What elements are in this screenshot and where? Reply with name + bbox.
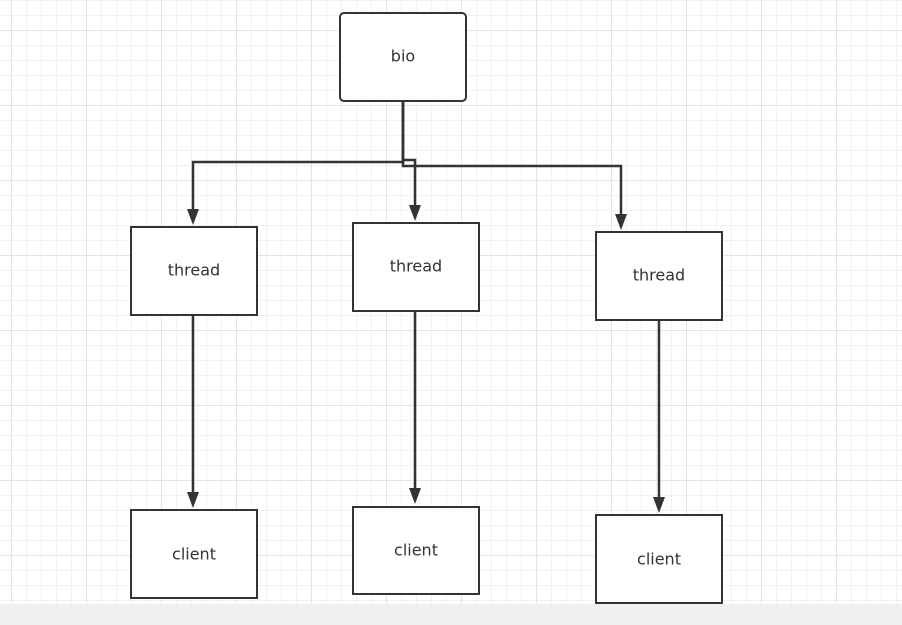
node-thread-1[interactable]: thread <box>130 226 258 316</box>
node-label-bio: bio <box>391 47 415 66</box>
edge-bio-thread-2[interactable] <box>401 101 417 208</box>
node-client-3[interactable]: client <box>595 514 723 604</box>
node-thread-3[interactable]: thread <box>595 231 723 321</box>
node-label-thread-3: thread <box>633 266 685 285</box>
node-label-client-1: client <box>172 545 216 564</box>
node-client-1[interactable]: client <box>130 509 258 599</box>
diagram: bio thread thread thread client client c… <box>130 12 723 604</box>
node-label-client-3: client <box>637 550 681 569</box>
node-client-2[interactable]: client <box>352 506 480 595</box>
arrowhead-icon <box>409 205 421 221</box>
arrowhead-icon <box>187 492 199 508</box>
edge-bio-thread-1[interactable] <box>191 101 405 212</box>
node-bio[interactable]: bio <box>339 12 467 102</box>
arrowhead-icon <box>409 488 421 504</box>
node-thread-2[interactable]: thread <box>352 222 480 312</box>
node-label-thread-2: thread <box>390 257 442 276</box>
arrowhead-icon <box>653 497 665 513</box>
arrowhead-icon <box>187 209 199 225</box>
node-label-thread-1: thread <box>168 261 220 280</box>
arrowhead-icon <box>615 214 627 230</box>
edges <box>187 101 665 513</box>
edge-bio-thread-3[interactable] <box>401 101 623 217</box>
node-label-client-2: client <box>394 541 438 560</box>
bottom-bar <box>0 604 902 625</box>
